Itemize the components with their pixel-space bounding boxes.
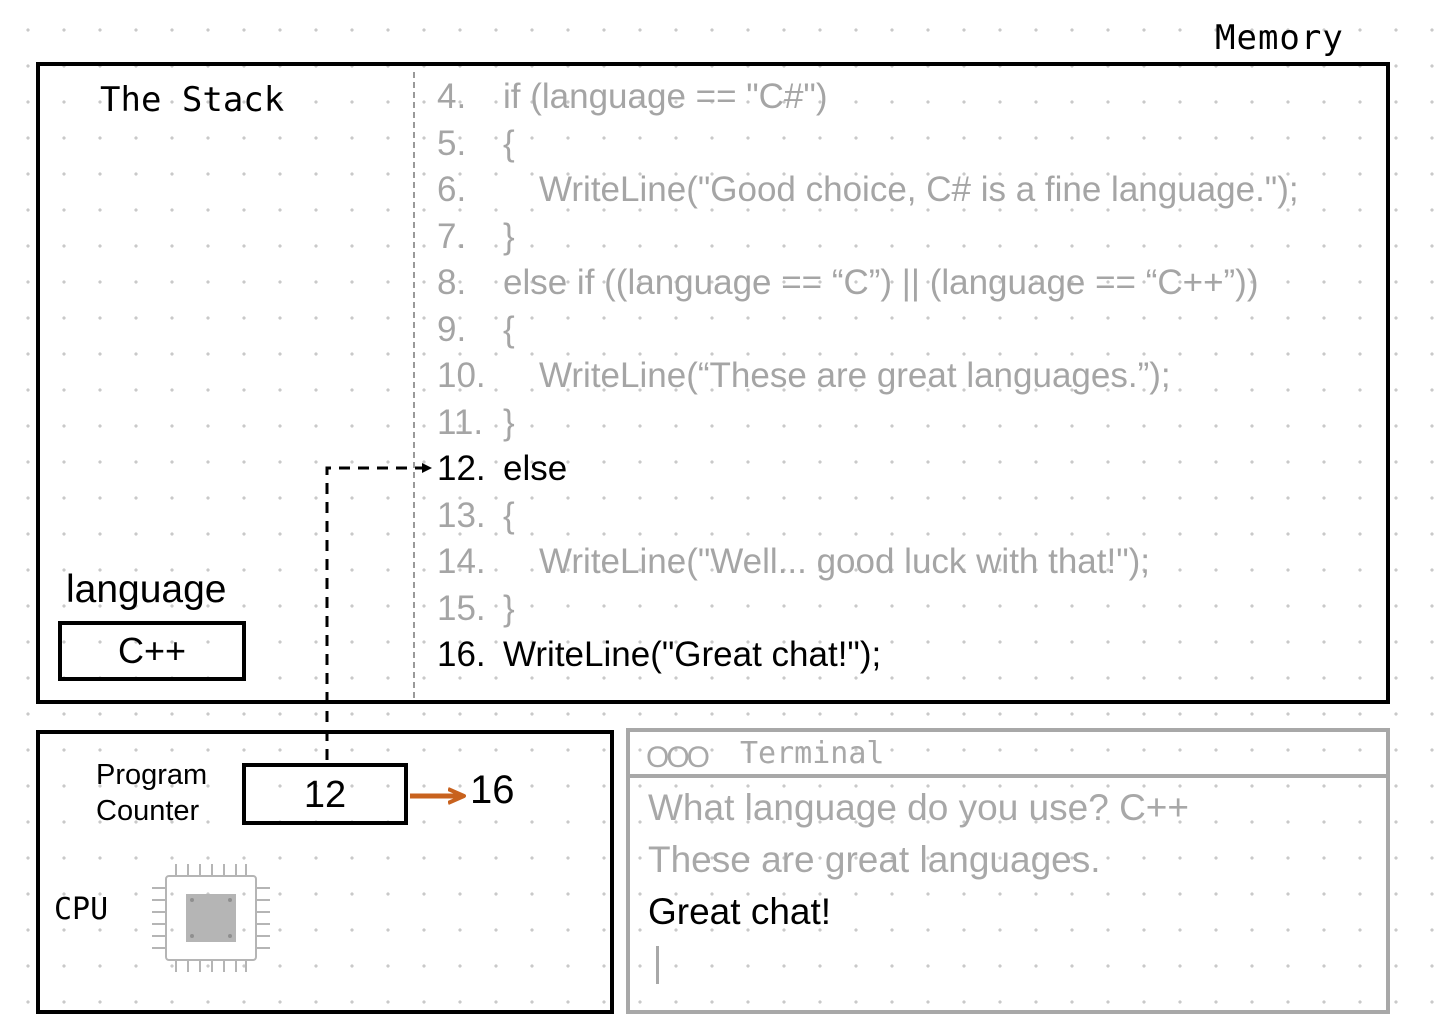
memory-label: Memory: [1215, 18, 1344, 58]
program-counter-value: 12: [242, 763, 408, 825]
code-text: WriteLine(“These are great languages.”);: [539, 356, 1171, 395]
code-listing: 4. if (language == "C#") 5. {6. WriteLine("G…: [437, 74, 1299, 679]
terminal-cursor: [656, 946, 659, 984]
code-text: WriteLine("Good choice, C# is a fine lan…: [539, 170, 1299, 209]
terminal-line: Great chat!: [648, 891, 832, 932]
code-text: else: [503, 449, 568, 488]
stack-code-divider: [413, 72, 415, 698]
line-number: 12.: [437, 449, 486, 488]
code-line: 16. WriteLine("Great chat!");: [437, 632, 1299, 679]
cpu-chip-icon: [152, 864, 270, 972]
code-line: 13. {: [437, 493, 1299, 540]
code-text: {: [503, 495, 515, 535]
memory-panel: [36, 62, 1390, 704]
line-number: 15.: [437, 588, 486, 628]
line-number: 5.: [437, 123, 467, 163]
terminal-line: What language do you use? C++: [648, 787, 1189, 828]
line-number: 4.: [437, 77, 467, 116]
variable-name: language: [66, 568, 227, 611]
cpu-panel: [36, 730, 614, 1014]
line-number: 9.: [437, 309, 467, 349]
line-number: 7.: [437, 216, 467, 256]
terminal-window: [626, 728, 1390, 1014]
cpu-label: CPU: [54, 892, 109, 927]
program-counter-label: Program Counter: [96, 757, 207, 829]
stack-title: The Stack: [100, 80, 285, 120]
code-line: 14. WriteLine("Well... good luck with tha…: [437, 539, 1299, 586]
code-line: 6. WriteLine("Good choice, C# is a fine l…: [437, 167, 1299, 214]
line-number: 6.: [437, 170, 467, 209]
code-line: 7.}: [437, 214, 1299, 261]
code-text: WriteLine("Well... good luck with that!"…: [539, 542, 1151, 581]
line-number: 10.: [437, 356, 486, 395]
code-line: 10. WriteLine(“These are great languages.…: [437, 353, 1299, 400]
variable-value-box: C++: [58, 621, 246, 681]
code-text: }: [503, 216, 515, 256]
code-line: 4. if (language == "C#"): [437, 74, 1299, 121]
program-counter-label-line2: Counter: [96, 795, 200, 827]
program-counter-label-line1: Program: [96, 759, 208, 791]
code-text: {: [503, 309, 515, 349]
line-number: 14.: [437, 542, 486, 581]
code-line: 11.}: [437, 400, 1299, 447]
line-number: 16.: [437, 635, 486, 674]
terminal-titlebar: [626, 728, 1390, 778]
code-text: if (language == "C#"): [503, 77, 828, 116]
code-text: else if ((language == “C”) || (language …: [503, 263, 1259, 302]
code-text: }: [503, 402, 515, 442]
code-line: 15.}: [437, 586, 1299, 633]
line-number: 13.: [437, 495, 486, 535]
code-line: 12. else: [437, 446, 1299, 493]
terminal-output: What language do you use? C++ These are g…: [648, 782, 1189, 938]
program-counter-next: 16: [470, 768, 515, 812]
code-line: 5. {: [437, 121, 1299, 168]
terminal-title: Terminal: [740, 736, 885, 771]
line-number: 8.: [437, 263, 467, 302]
terminal-line: These are great languages.: [648, 839, 1101, 880]
line-number: 11.: [437, 402, 484, 442]
window-controls-icon: OOO: [646, 741, 710, 774]
code-text: }: [503, 588, 515, 628]
code-text: WriteLine("Great chat!");: [503, 635, 882, 674]
code-text: {: [503, 123, 515, 163]
code-line: 8. else if ((language == “C”) || (languag…: [437, 260, 1299, 307]
code-line: 9. {: [437, 307, 1299, 354]
